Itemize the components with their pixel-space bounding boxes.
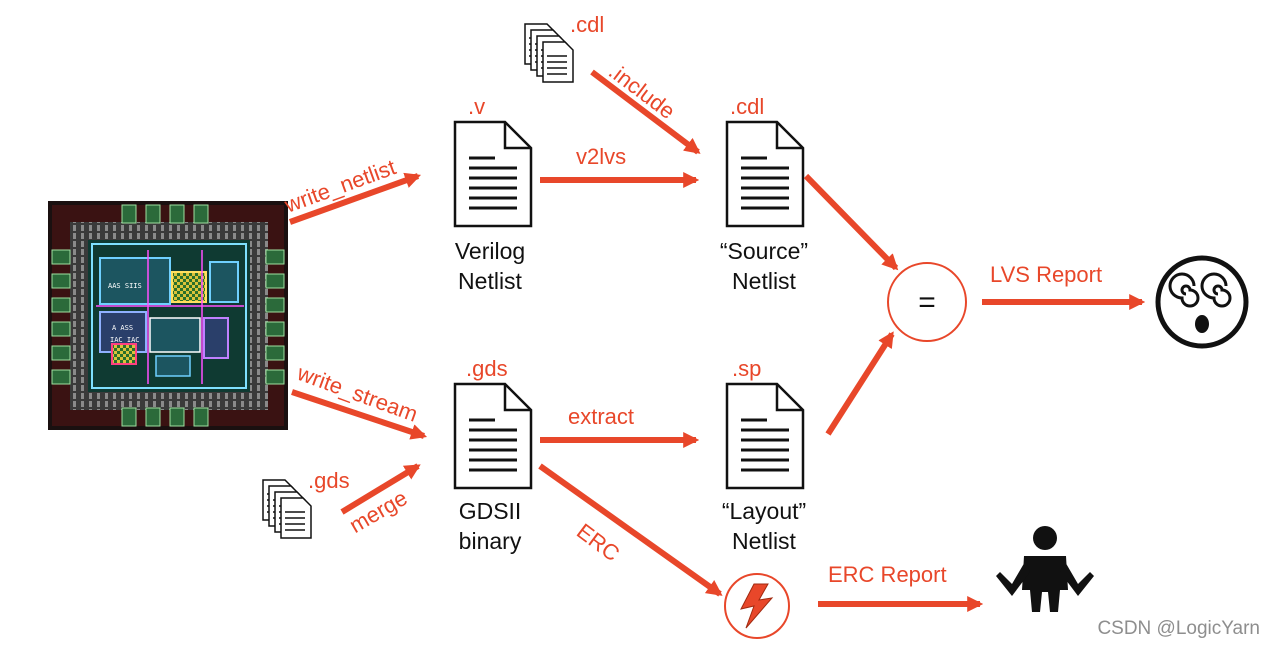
chip-layout-icon: AAS SIIS A ASS IAC IAC: [48, 201, 288, 430]
arrow-erc: [538, 463, 723, 597]
watermark: CSDN @LogicYarn: [1097, 618, 1260, 639]
flow-arrows: [288, 69, 1146, 612]
chip-label: AAS SIIS: [108, 282, 142, 290]
arrow-include: [590, 69, 701, 155]
gdsii-binary-caption: GDSII binary: [420, 496, 560, 557]
shrugging-person-icon: [996, 526, 1094, 612]
document-stack-icon: [262, 479, 312, 539]
chip-label: A ASS: [112, 324, 133, 332]
chip-label: IAC IAC: [110, 336, 140, 344]
caption-line: Netlist: [458, 268, 522, 295]
lvs-report-label: LVS Report: [990, 262, 1103, 287]
arrow-write-netlist: [288, 172, 422, 225]
gds-ext-label: .gds: [466, 356, 508, 381]
extract-label: extract: [568, 404, 635, 429]
layout-ext-label: .sp: [732, 356, 762, 381]
caption-line: Netlist: [732, 528, 796, 555]
verilog-netlist-caption: Verilog Netlist: [420, 236, 560, 297]
document-stack-icon: [524, 23, 574, 83]
equals-circle-icon: =: [887, 262, 967, 342]
caption-line: Netlist: [732, 268, 796, 295]
document-icon: [725, 120, 805, 228]
verilog-ext-label: .v: [468, 94, 486, 119]
arrow-layout-to-equals: [825, 331, 895, 436]
v2lvs-label: v2lvs: [576, 144, 627, 169]
layout-netlist-caption: “Layout” Netlist: [694, 496, 834, 557]
caption-line: GDSII: [458, 498, 522, 524]
gds-stack-ext-label: .gds: [308, 468, 350, 493]
caption-line: “Source”: [719, 238, 809, 264]
cdl-stack-ext-label: .cdl: [570, 12, 605, 37]
document-icon: [725, 382, 805, 490]
caption-line: Verilog: [454, 238, 526, 264]
source-netlist-caption: “Source” Netlist: [694, 236, 834, 297]
document-icon: [453, 382, 533, 490]
document-icon: [453, 120, 533, 228]
arrow-merge: [340, 463, 421, 515]
equals-symbol: =: [918, 286, 936, 319]
arrow-source-to-equals: [803, 173, 899, 271]
source-ext-label: .cdl: [730, 94, 765, 119]
caption-line: “Layout”: [721, 498, 807, 524]
arrow-write-stream: [291, 389, 428, 440]
lightning-bolt-icon: [724, 573, 790, 639]
dizzy-face-icon: [1155, 255, 1249, 349]
caption-line: binary: [458, 528, 522, 555]
erc-report-label: ERC Report: [828, 562, 947, 587]
